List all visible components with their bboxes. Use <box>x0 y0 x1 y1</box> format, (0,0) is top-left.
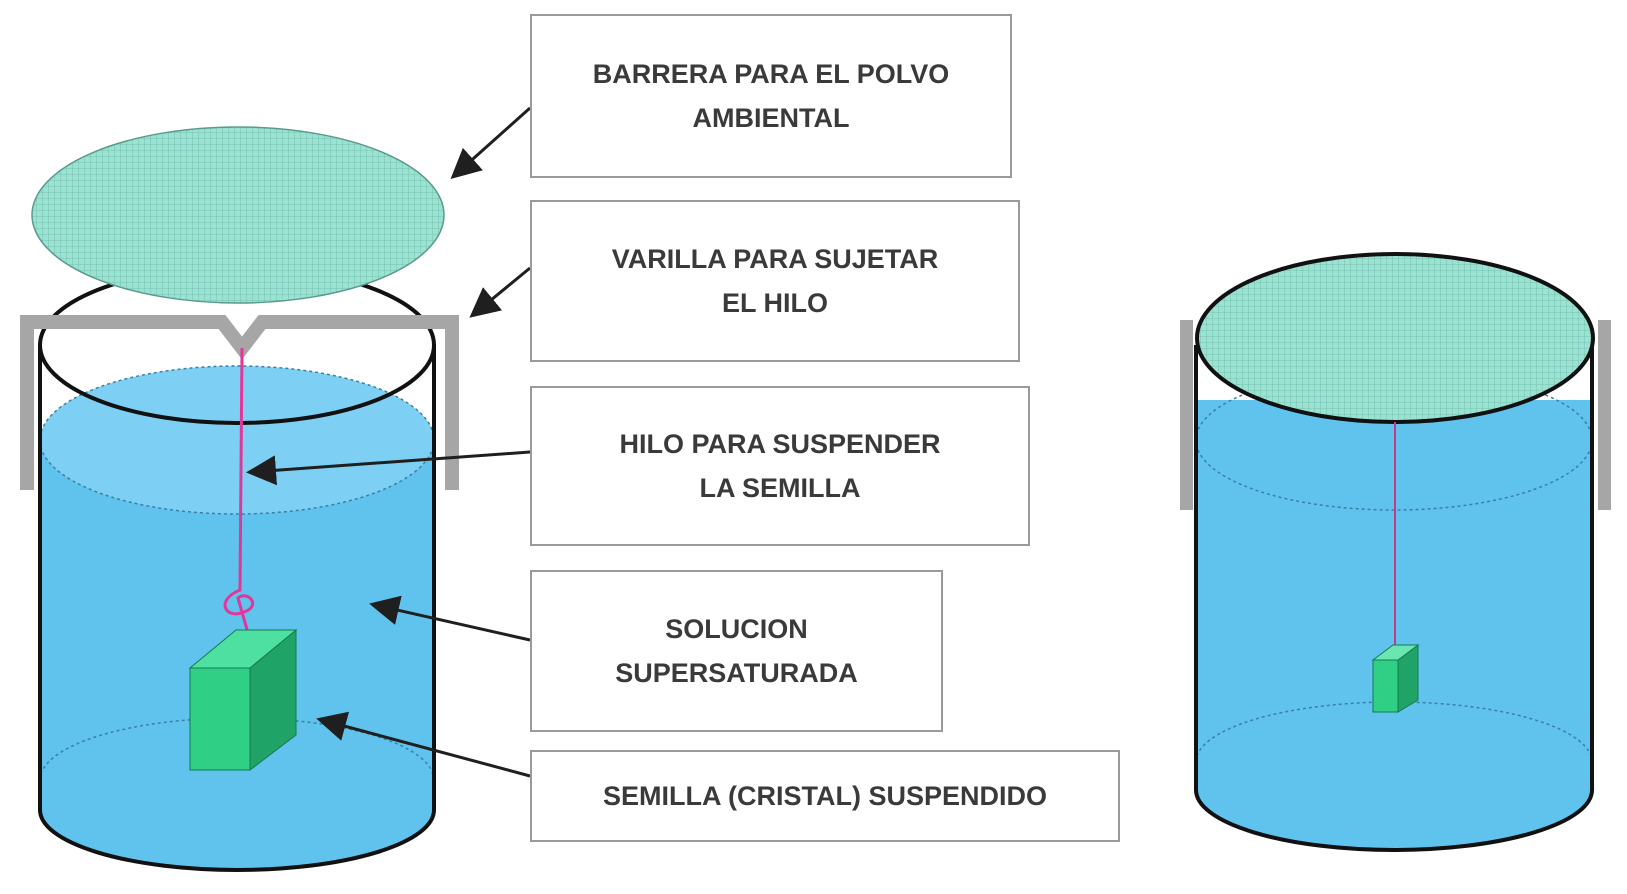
crystal-seed-icon <box>188 628 298 772</box>
right-crystal-icon <box>1371 644 1420 713</box>
right-jar <box>1180 252 1611 852</box>
arrow-semilla <box>316 711 531 778</box>
left-jar-wall <box>38 345 436 872</box>
label-solution: SOLUCION SUPERSATURADA <box>530 570 943 732</box>
arrow-solucion <box>369 595 531 642</box>
arrow-barrera <box>450 106 531 179</box>
right-lid-icon <box>1195 252 1595 424</box>
right-jar-wall <box>1194 345 1594 852</box>
label-thread: HILO PARA SUSPENDER LA SEMILLA <box>530 386 1030 546</box>
thread-icon <box>223 347 292 721</box>
dust-barrier-lid-icon <box>31 126 445 304</box>
arrow-hilo <box>246 450 531 486</box>
label-seed-crystal: SEMILLA (CRISTAL) SUSPENDIDO <box>530 750 1120 842</box>
right-rod-left-icon <box>1180 320 1193 510</box>
label-dust-barrier: BARRERA PARA EL POLVO AMBIENTAL <box>530 14 1012 178</box>
callout-arrows <box>246 106 531 778</box>
left-jar-solution-surface <box>40 366 434 514</box>
arrow-varilla <box>469 266 531 318</box>
left-jar <box>20 126 459 872</box>
right-rod-right-icon <box>1598 320 1611 510</box>
label-rod: VARILLA PARA SUJETAR EL HILO <box>530 200 1020 362</box>
